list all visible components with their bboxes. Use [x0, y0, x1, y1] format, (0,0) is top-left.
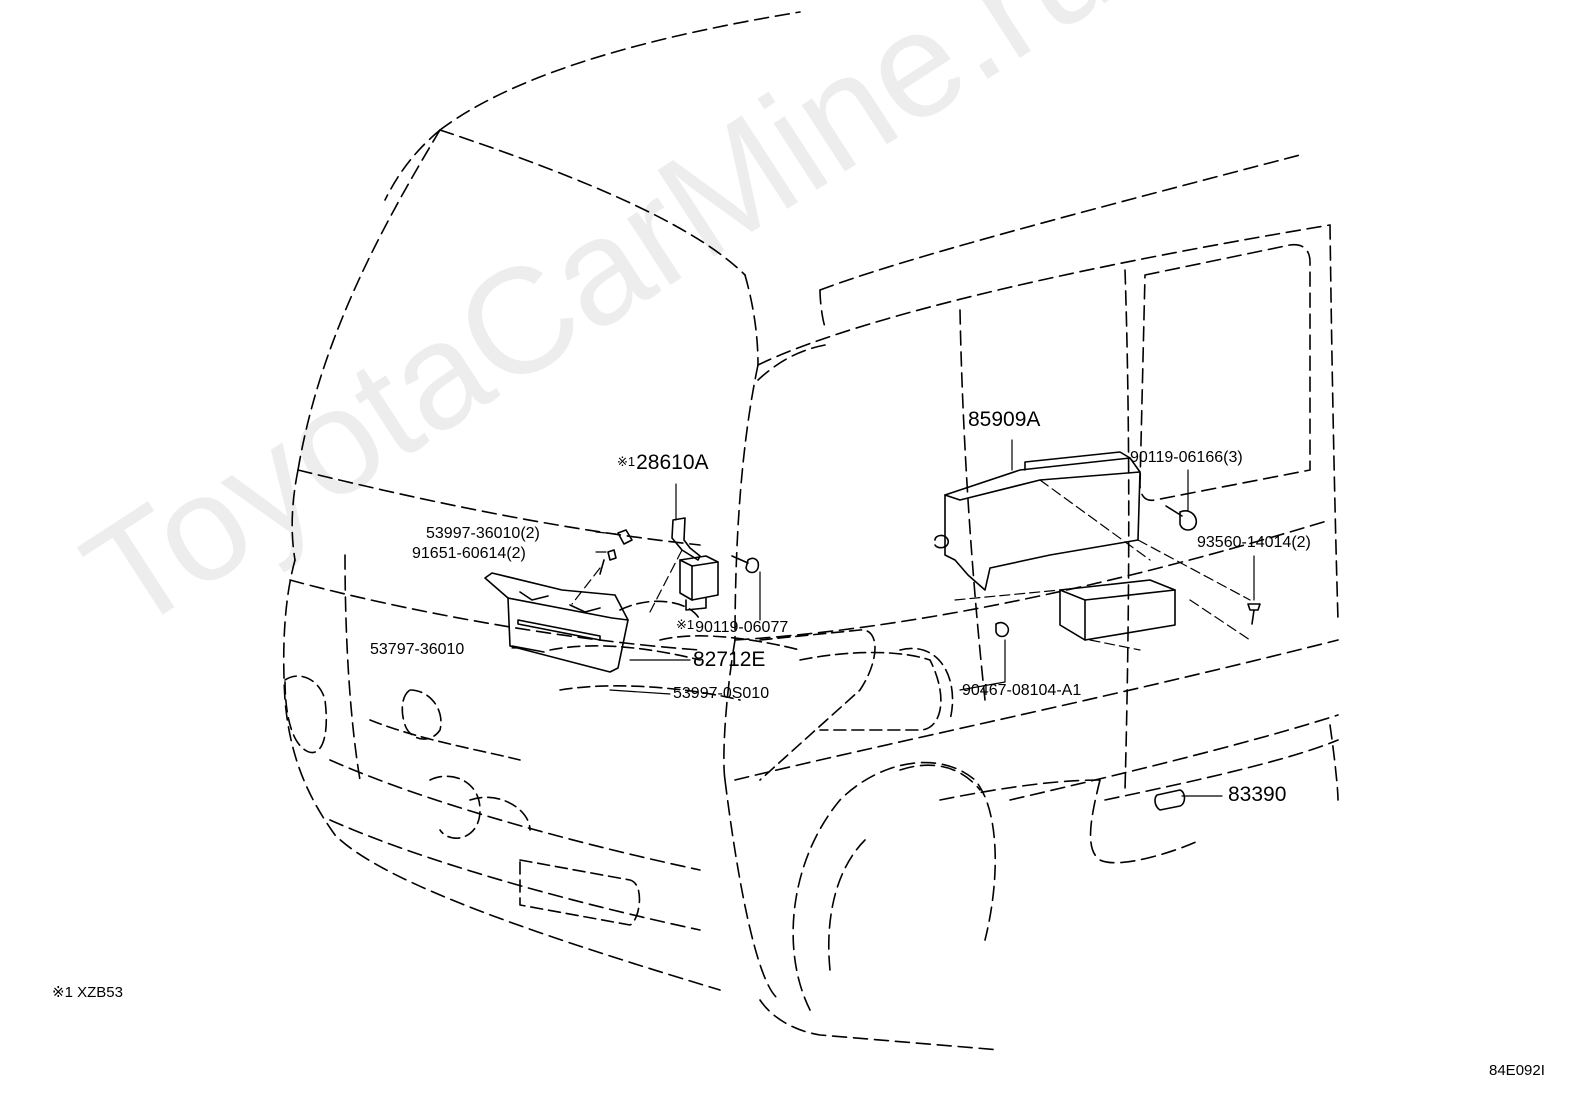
label-90119-06077: ※190119-06077 [676, 618, 788, 636]
label-28610A: ※128610A [617, 452, 709, 473]
label-85909A: 85909A [968, 408, 1041, 431]
engine-bay-outline [619, 600, 954, 781]
front-wheel-outline [792, 761, 997, 1011]
diagram-code: 84E092I [1489, 1062, 1545, 1079]
label-83390: 83390 [1228, 783, 1287, 806]
vehicle-body-outline [282, 11, 1339, 1051]
front-grille-outline [284, 645, 741, 926]
label-91651-60614: 91651-60614(2) [412, 545, 526, 562]
label-93560-14014: 93560-14014(2) [1197, 534, 1311, 551]
part-28610A-shape [671, 517, 719, 611]
label-53997-36010: 53997-36010(2) [426, 525, 540, 542]
label-53797-36010: 53797-36010 [370, 641, 465, 658]
label-28610A-text: 28610A [636, 451, 709, 474]
part-85909A-shape [934, 451, 1176, 641]
label-82712E: 82712E [693, 648, 766, 671]
label-90119-06077-mark: ※1 [676, 617, 695, 632]
label-28610A-mark: ※1 [617, 454, 636, 469]
label-90119-06166: 90119-06166(3) [1130, 449, 1243, 466]
leader-lines [511, 439, 1255, 797]
label-90467-08104-A1: 90467-08104-A1 [962, 682, 1082, 699]
footnote: ※1 XZB53 [52, 984, 123, 1001]
label-90119-06077-text: 90119-06077 [695, 619, 789, 636]
label-53997-0S010: 53997-0S010 [673, 685, 770, 702]
part-82712E-shape [484, 572, 629, 673]
fastener-shapes [599, 505, 1261, 811]
phantom-lines [571, 479, 1251, 651]
